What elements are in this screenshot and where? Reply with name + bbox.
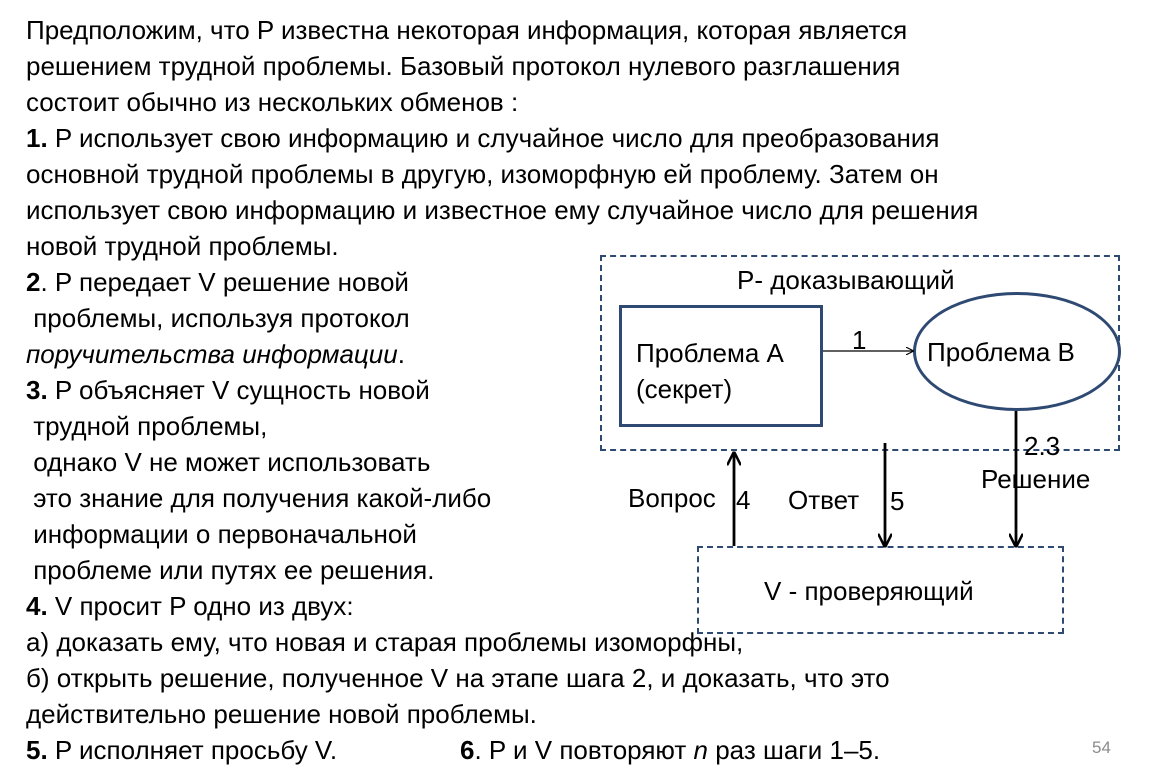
step4-option-b-line-1: б) открыть решение, полученное V на этап… [26,663,890,693]
step6-line: 6. P и V повторяют n раз шаги 1–5. [460,732,880,768]
step2-italic-term: поручительства информации [26,339,398,369]
step5-number: 5. [26,735,48,765]
intro-line-3: состоит обычно из нескольких обменов : [26,87,519,117]
step1-text: P использует свою информацию и случайное… [47,123,940,153]
step4-number: 4. [26,591,48,621]
step6-text-a: . P и V повторяют [474,735,694,765]
step3-line-1: 3. P объясняет V сущность новой [26,372,430,408]
intro-line-1: Предположим, что P известна некоторая ин… [26,15,908,45]
step3-line-2: трудной проблемы, [26,411,268,441]
step2-line-2: проблемы, используя протокол [26,303,410,333]
problem-b-label: Проблема В [927,337,1075,367]
step2-line-1: 2. P передает V решение новой [26,264,409,300]
step-23-label: 2.3 [1024,431,1061,461]
page-number: 54 [1092,738,1111,757]
step6-number: 6 [460,735,475,765]
problem-b-ellipse [913,292,1121,411]
step1-number: 1. [26,123,48,153]
question-number: 4 [736,485,751,515]
step6-n: n [693,735,708,765]
answer-number: 5 [890,486,905,516]
step4-text: V просит P одно из двух: [47,591,354,621]
problem-a-line-2: (секрет) [636,374,733,404]
step5-text: P исполняет просьбу V. [47,735,338,765]
step5-line: 5. P исполняет просьбу V. [26,732,337,768]
step4-line-1: 4. V просит P одно из двух: [26,588,354,624]
solution-label: Решение [981,464,1091,494]
verifier-label: V - проверяющий [764,576,974,606]
step1-line-3: использует свою информацию и известное е… [26,195,979,225]
answer-label: Ответ [788,485,860,515]
step2-text: . P передает V решение новой [40,267,409,297]
problem-a-line-1: Проблема А [636,338,784,368]
step3-line-5: информации о первоначальной [26,519,417,549]
step2-line-3: поручительства информации. [26,336,405,372]
step3-line-4: это знание для получения какой-либо [26,483,492,513]
step1-line-1: 1. P использует свою информацию и случай… [26,120,939,156]
step3-line-3: однако V не может использовать [26,447,431,477]
step1-line-2: основной трудной проблемы в другую, изом… [26,159,939,189]
intro-line-2: решением трудной проблемы. Базовый прото… [26,51,901,81]
step3-number: 3. [26,375,48,405]
step3-text: P объясняет V сущность новой [47,375,430,405]
prover-label: P- доказывающий [737,265,955,295]
step1-line-4: новой трудной проблемы. [26,231,339,261]
step6-text-b: раз шаги 1–5. [707,735,881,765]
question-label: Вопрос [628,483,716,513]
arrow-1-label: 1 [852,325,867,355]
step2-number: 2 [26,267,41,297]
step3-line-6: проблеме или путях ее решения. [26,555,435,585]
step4-option-a: а) доказать ему, что новая и старая проб… [26,627,744,657]
step4-option-b-line-2: действительно решение новой проблемы. [26,699,537,729]
step2-line-end: . [397,339,405,369]
problem-a-box [619,305,823,427]
